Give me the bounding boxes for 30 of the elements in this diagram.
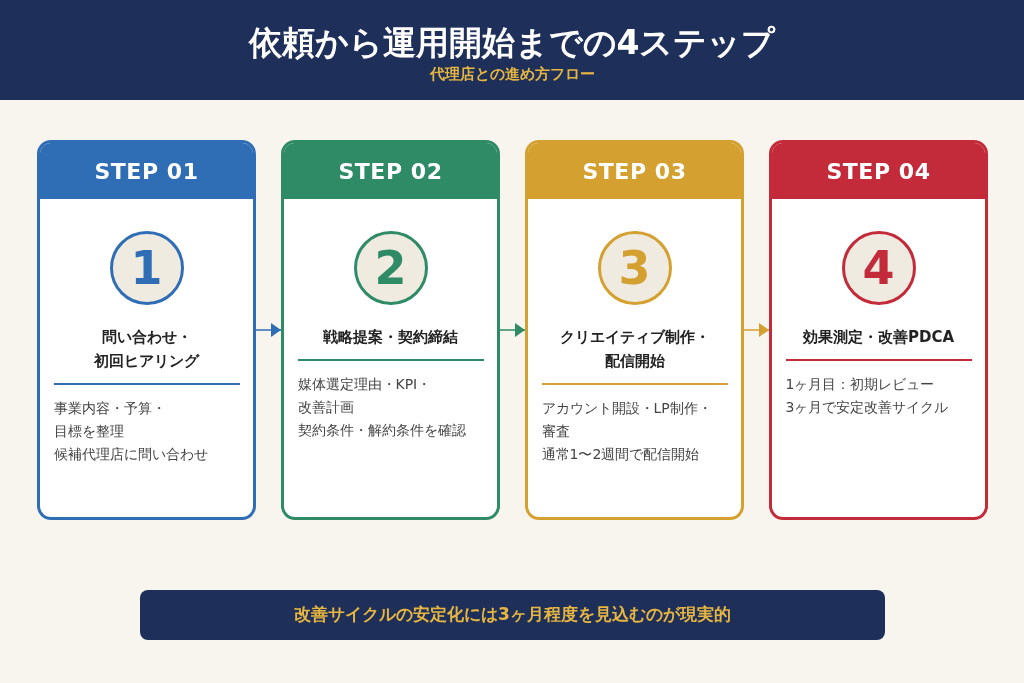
step-description: 事業内容・予算・目標を整理 <box>53 399 167 441</box>
step-card <box>525 140 744 520</box>
step-number: 4 <box>841 231 916 305</box>
step-header: STEP 02 <box>284 143 497 199</box>
step-description: 通常1〜2週間で配信開始 <box>541 445 701 464</box>
step-heading: 戦略提案・契約締結 <box>322 327 459 348</box>
step-description: 候補代理店に問い合わせ <box>53 445 209 464</box>
subtitle: 代理店との進め方フロー <box>429 64 595 84</box>
step-card <box>37 140 256 520</box>
step-heading: 効果測定・改善PDCA <box>801 327 956 348</box>
title: 依頼から運用開始までの4ステップ <box>248 22 776 64</box>
step-description: 媒体選定理由・KPI・改善計画 <box>297 375 433 417</box>
step-card <box>281 140 500 520</box>
step-header: STEP 01 <box>40 143 253 199</box>
step-header: STEP 03 <box>528 143 741 199</box>
step-number: 3 <box>597 231 672 305</box>
step-header: STEP 04 <box>772 143 985 199</box>
step-description: 1ヶ月目：初期レビュー <box>785 375 936 394</box>
step-heading: クリエイティブ制作・配信開始 <box>558 327 711 372</box>
step-number: 2 <box>353 231 428 305</box>
arrow <box>255 323 282 337</box>
step-description: 契約条件・解約条件を確認 <box>297 421 467 440</box>
arrow <box>499 323 526 337</box>
step-number: 1 <box>109 231 184 305</box>
step-description: アカウント開設・LP制作・審査 <box>541 399 713 441</box>
step-description: 3ヶ月で安定改善サイクル <box>785 398 950 417</box>
step-heading: 問い合わせ・初回ヒアリング <box>93 327 201 372</box>
summary-banner: 改善サイクルの安定化には3ヶ月程度を見込むのが現実的 <box>140 590 885 640</box>
arrow <box>743 323 770 337</box>
step-card <box>769 140 988 520</box>
